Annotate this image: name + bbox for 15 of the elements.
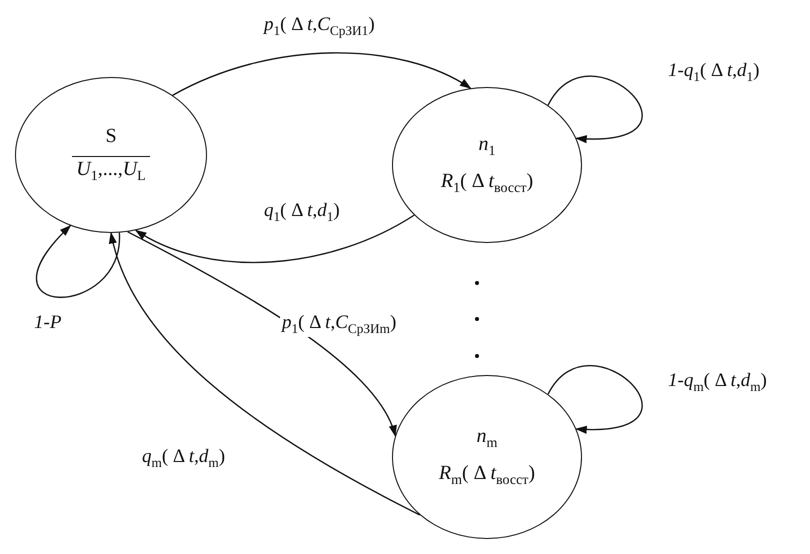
self-loop-arrow [548,365,643,434]
state-attribute: U$_{1}$,...,U$_{L}$ [72,156,150,186]
self-loop-arrow [548,76,643,142]
arrow [134,214,415,264]
state-name: n$_{m}$ [476,424,498,453]
state-attribute: R$_{1}$( Δ t$_{восст}$) [440,169,534,198]
arrow [110,232,420,516]
edge-label: p$_{1}$( Δ t,C$_{СрЗИm}$) [280,312,398,337]
state-attribute: R$_{m}$( Δ t$_{восст}$) [438,461,536,490]
state-name: S [105,124,117,148]
state-name: n$_{1}$ [478,132,496,161]
arrow [172,52,472,96]
edge-label: p$_{1}$( Δ t,C$_{СрЗИ1}$) [262,14,377,39]
arrow [127,231,396,437]
self-loop-arrow [36,224,120,298]
